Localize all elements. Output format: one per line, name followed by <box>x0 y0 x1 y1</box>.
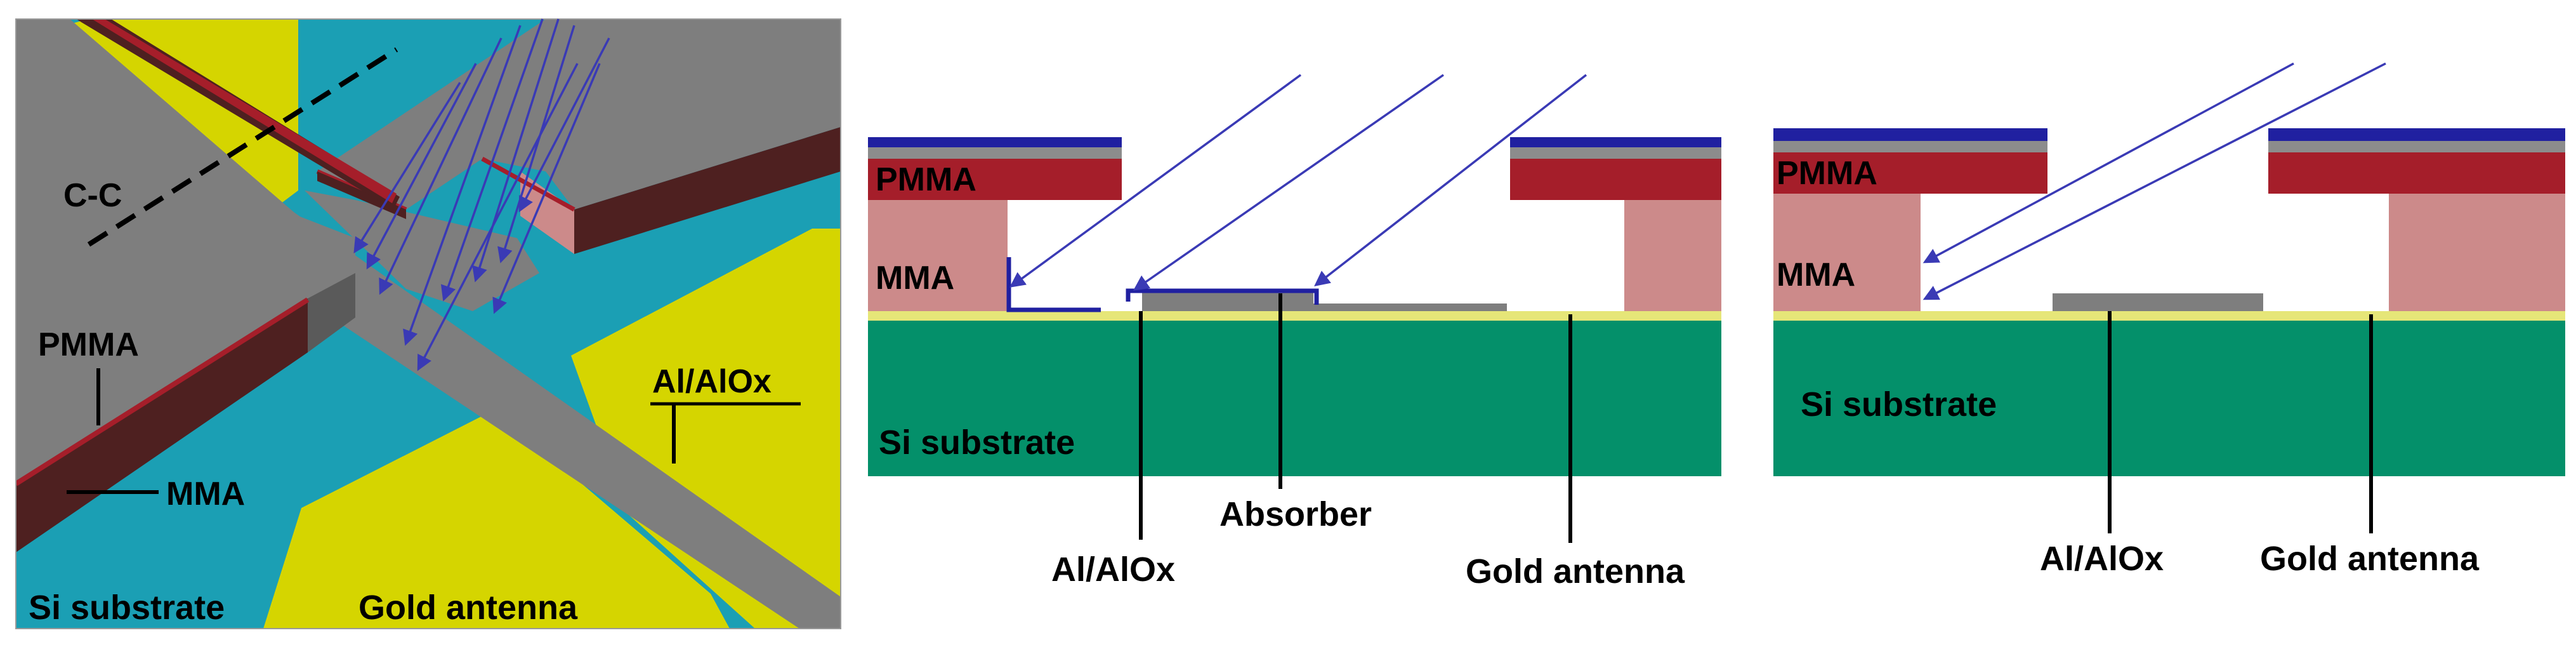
arrow-section-2-a <box>1922 62 2294 264</box>
arrow <box>379 37 503 295</box>
gold-antenna-right-pad <box>571 229 841 629</box>
arrow <box>518 37 610 213</box>
arrow <box>353 82 461 254</box>
label-cc: C-C <box>63 177 122 214</box>
label-al-section-1: Al/AlOx <box>1051 551 1175 589</box>
arrow <box>492 63 601 314</box>
al-alox-film-section-1 <box>1313 304 1507 311</box>
label-gold-section-1: Gold antenna <box>1466 552 1685 591</box>
label-absorber: Absorber <box>1219 495 1372 533</box>
arrow <box>417 63 579 371</box>
resist-right-front-wall <box>574 127 841 254</box>
mma-right-section-1 <box>1624 200 1721 311</box>
pmma-right-section-2 <box>2268 152 2565 194</box>
resist-right-inner-wall <box>520 171 574 254</box>
blue-deposit-absorber <box>1126 288 1319 305</box>
label-gold-3d: Gold antenna <box>358 589 578 627</box>
arrow <box>440 18 544 302</box>
pmma-left-top-gray-2 <box>1773 141 2047 152</box>
label-mma-section-1: MMA <box>876 260 954 297</box>
mma-left-block-section-1 <box>868 200 1008 311</box>
label-mma-3d: MMA <box>166 476 245 512</box>
label-substrate-section-2: Si substrate <box>1801 385 1997 424</box>
arrow-section-1-b <box>1133 74 1444 291</box>
panel-3d-view: C-C PMMA MMA Al/AlOx Si substrate Gold a… <box>15 18 841 629</box>
label-al-3d: Al/AlOx <box>652 363 772 400</box>
resist-left-front-wall <box>16 298 308 552</box>
resist-left-top-face <box>16 19 355 483</box>
pmma-left-top-blue-2 <box>1773 128 2047 141</box>
gold-antenna-bottom-pad <box>263 410 730 629</box>
pmma-left-section-2 <box>1773 152 2047 194</box>
arrow-section-2-b <box>1922 62 2386 300</box>
label-pmma-section-2: PMMA <box>1777 155 1877 192</box>
label-gold-section-2: Gold antenna <box>2260 540 2480 578</box>
label-al-section-2: Al/AlOx <box>2040 540 2164 578</box>
pmma-right-top-blue-2 <box>2268 128 2565 141</box>
absorber-film <box>1142 292 1313 311</box>
arrow-section-1-a <box>1009 74 1302 288</box>
resist-top-edge-red <box>92 19 397 203</box>
blue-deposit-left <box>1006 257 1101 312</box>
label-substrate-section-1: Si substrate <box>879 424 1075 462</box>
pmma-edge-line <box>16 297 310 486</box>
si-substrate-section-1 <box>868 321 1721 476</box>
pmma-right-section-1 <box>1510 159 1721 200</box>
pmma-right-top-blue-1 <box>1510 137 1721 147</box>
mma-right-section-2 <box>2389 194 2565 311</box>
gold-layer-section-1 <box>868 311 1721 321</box>
arrow-section-1-c <box>1314 74 1587 287</box>
pmma-left-section-1 <box>868 159 1122 200</box>
label-mma-section-2: MMA <box>1777 257 1855 293</box>
pmma-left-top-blue-1 <box>868 137 1122 147</box>
pmma-right-top-gray-2 <box>2268 141 2565 152</box>
pmma-right-top-gray-1 <box>1510 147 1721 159</box>
resist-left-side-wall <box>308 273 355 352</box>
panel-section-2: PMMA MMA Si substrate Al/AlOx Gold anten… <box>1773 62 2565 578</box>
label-pmma-3d: PMMA <box>38 326 139 363</box>
al-alox-film-section-2 <box>2053 293 2263 311</box>
label-substrate-3d: Si substrate <box>29 589 225 627</box>
panel-section-1: PMMA MMA Si substrate Absorber Al/AlOx G… <box>868 74 1721 591</box>
si-substrate-section-2 <box>1773 321 2565 476</box>
panel-3d-border <box>15 18 841 629</box>
deposition-arrows-3d <box>353 18 610 371</box>
arrow <box>366 63 477 270</box>
resist-right-left-wall <box>317 171 406 219</box>
arrow <box>497 25 575 264</box>
arrow <box>403 25 522 346</box>
arrow <box>472 18 560 283</box>
pmma-left-top-gray-1 <box>868 147 1122 159</box>
label-pmma-section-1: PMMA <box>876 161 976 198</box>
resist-top-edge-maroon <box>76 19 400 210</box>
pmma-right-edge-line <box>481 156 575 212</box>
cc-cut-line <box>87 47 398 247</box>
mma-left-section-2 <box>1773 194 1921 311</box>
gold-layer-section-2 <box>1773 311 2565 321</box>
